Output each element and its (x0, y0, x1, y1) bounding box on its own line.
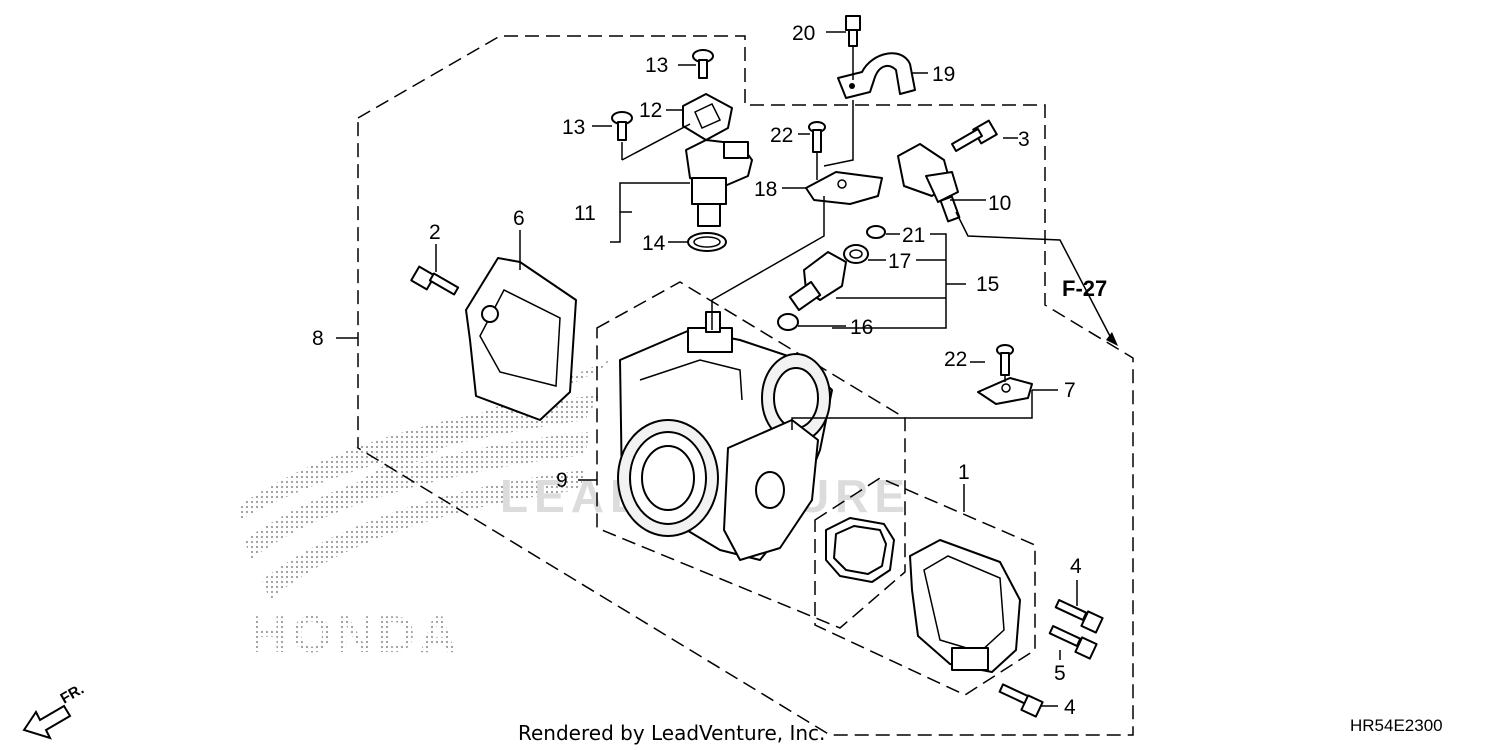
honda-logo-text: HONDA (250, 606, 461, 664)
callout-12: 12 (639, 99, 662, 122)
callout-18: 18 (754, 178, 777, 201)
callout-19: 19 (932, 63, 955, 86)
bolt-4-upper[interactable] (1054, 599, 1104, 634)
footer-credit: Rendered by LeadVenture, Inc. (518, 721, 825, 745)
bolt-4-lower[interactable] (998, 683, 1044, 718)
arrow-head-icon (1106, 332, 1118, 346)
callout-20: 20 (792, 22, 815, 45)
injector-15[interactable] (788, 251, 847, 312)
cover-6[interactable] (465, 257, 577, 421)
callout-8: 8 (312, 327, 324, 350)
callout-labels: 1 2 3 4 4 5 6 7 8 9 10 11 12 13 13 14 15… (312, 22, 1082, 719)
callout-17: 17 (888, 250, 911, 273)
callout-5: 5 (1054, 662, 1066, 685)
callout-16: 16 (850, 316, 873, 339)
callout-22-top: 22 (770, 124, 793, 147)
callout-15: 15 (976, 273, 999, 296)
callout-2: 2 (429, 221, 441, 244)
callout-21: 21 (902, 224, 925, 247)
callout-1: 1 (958, 461, 970, 484)
assembly-9-outline (596, 281, 906, 629)
leader-lines (336, 31, 1113, 707)
callout-22-right: 22 (944, 348, 967, 371)
front-arrow-icon (22, 704, 72, 740)
callout-11: 11 (574, 202, 596, 225)
callout-10: 10 (988, 192, 1011, 215)
callout-9: 9 (556, 469, 568, 492)
callout-13-left: 13 (562, 116, 585, 139)
callout-7: 7 (1064, 379, 1076, 402)
callout-4-lower: 4 (1064, 696, 1076, 719)
callout-6: 6 (513, 207, 525, 230)
screw-13-top[interactable] (692, 49, 714, 79)
callout-3: 3 (1018, 128, 1030, 151)
screw-22-right[interactable] (996, 344, 1014, 376)
reference-label[interactable]: F-27 (1062, 276, 1107, 301)
bolt-2[interactable] (410, 265, 460, 296)
cover-plate-12[interactable] (682, 93, 733, 141)
seal-17[interactable] (843, 244, 869, 264)
screw-22-top[interactable] (808, 121, 826, 153)
o-ring-21[interactable] (866, 225, 886, 239)
front-marker-label: FR. (58, 681, 87, 708)
callout-14: 14 (642, 232, 666, 255)
plate-7[interactable] (977, 377, 1033, 405)
bolt-3[interactable] (951, 119, 998, 152)
callout-13-top: 13 (645, 54, 668, 77)
throttle-body-9[interactable] (617, 311, 833, 561)
assembly-8-outline (357, 35, 1134, 736)
bolt-5[interactable] (1048, 625, 1098, 660)
screw-13-left[interactable] (611, 111, 633, 141)
seal-16[interactable] (777, 313, 799, 331)
front-direction-marker: FR. (22, 681, 87, 740)
clamp-19[interactable] (837, 52, 916, 99)
callout-4-upper: 4 (1070, 555, 1082, 578)
diagram-code: HR54E2300 (1350, 716, 1443, 735)
plate-18[interactable] (805, 171, 883, 205)
sensor-11[interactable] (685, 139, 753, 227)
bolt-20[interactable] (845, 15, 861, 47)
assembly-1-outline (814, 477, 1036, 696)
sensor-10[interactable] (897, 143, 961, 223)
sensor-1[interactable] (909, 539, 1021, 673)
gasket[interactable] (825, 517, 895, 583)
